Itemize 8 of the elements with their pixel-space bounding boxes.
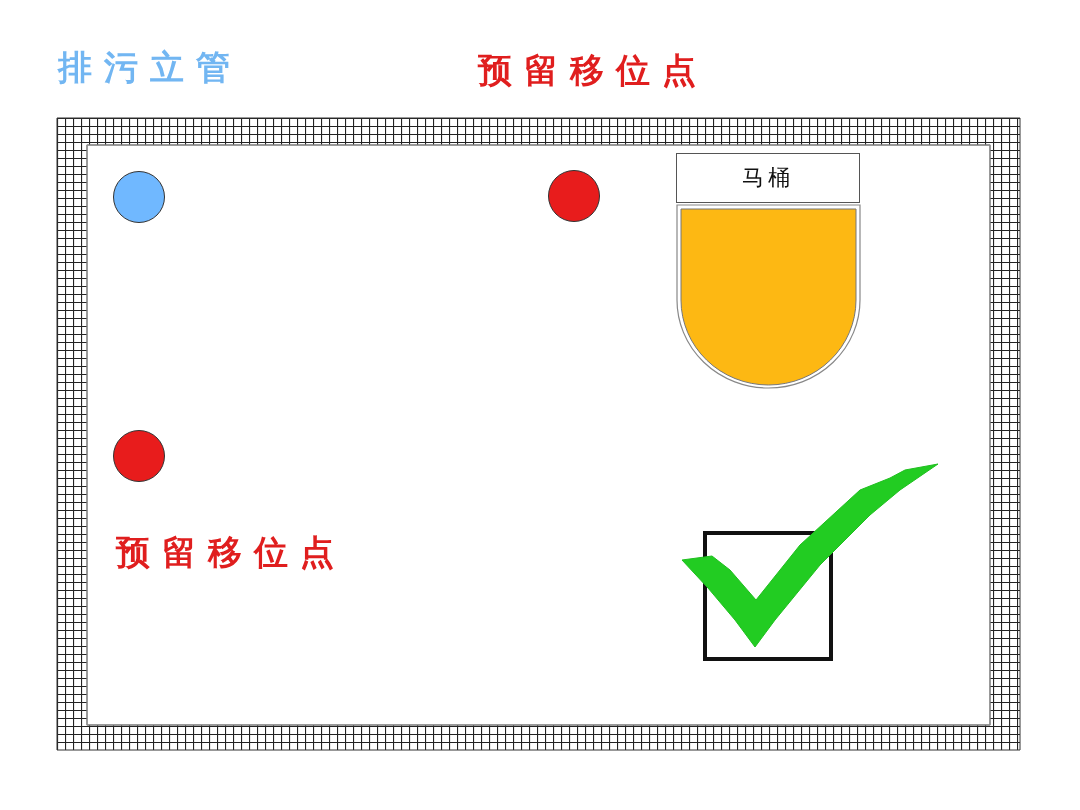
- drain-pipe-circle: [113, 171, 165, 223]
- pipe-label: 排污立管: [58, 50, 242, 84]
- relocation-point-circle: [113, 430, 165, 482]
- toilet-label: 马桶: [742, 164, 794, 192]
- relocation-label: 预留移位点: [478, 53, 708, 87]
- relocation-label: 预留移位点: [116, 535, 346, 569]
- toilet-tank-box: [676, 153, 860, 203]
- relocation-point-circle: [548, 170, 600, 222]
